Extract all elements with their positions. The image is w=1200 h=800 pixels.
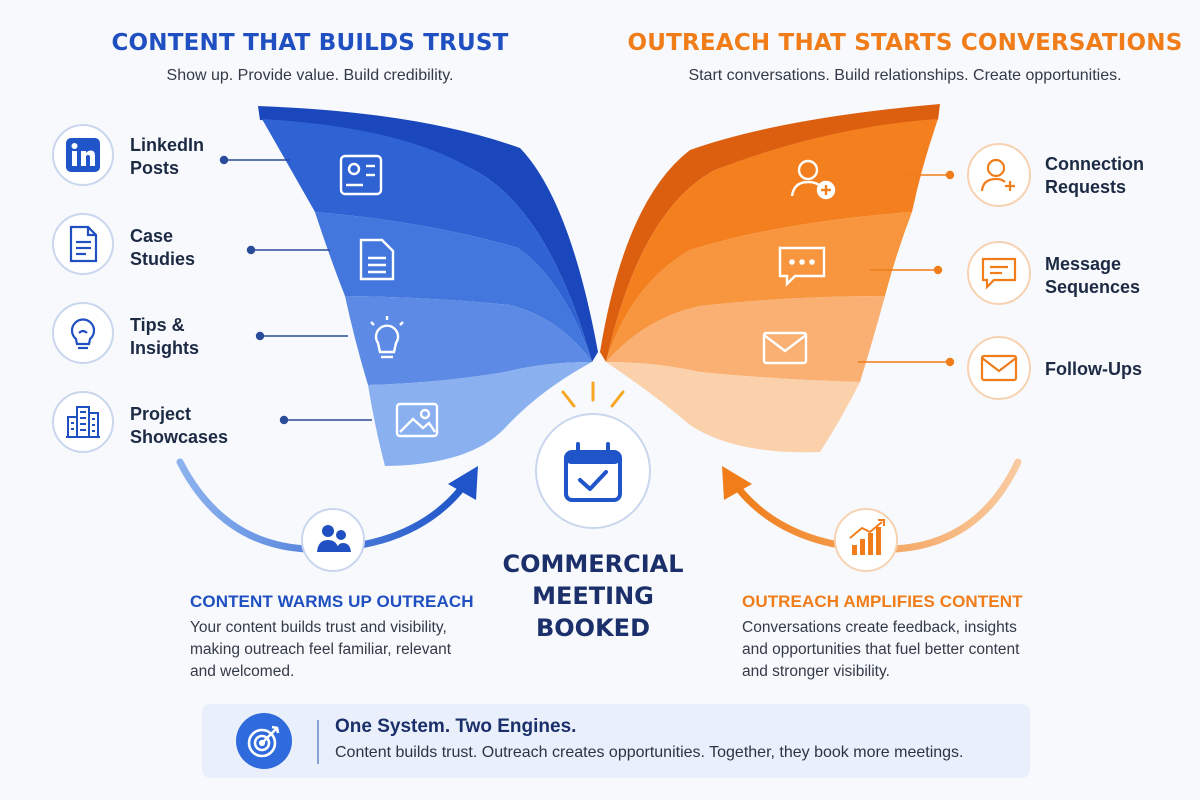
envelope-icon	[980, 354, 1018, 382]
document-page-icon	[359, 238, 395, 281]
celebration-rays	[561, 381, 625, 408]
project-showcases-badge	[52, 391, 114, 453]
tips-insights-badge	[52, 302, 114, 364]
target-icon	[247, 725, 280, 758]
document-icon	[69, 225, 98, 263]
content-funnel	[258, 106, 598, 466]
right-subtitle: Start conversations. Build relationships…	[688, 67, 1122, 84]
right-title: OUTREACH THAT STARTS CONVERSATIONS	[627, 30, 1183, 56]
follow-ups-label: Follow-Ups	[1045, 359, 1142, 379]
linkedin-icon	[66, 138, 100, 172]
profile-card-icon	[339, 154, 383, 196]
case-studies-badge	[52, 213, 114, 275]
left-connectors	[219, 155, 372, 425]
linkedin-posts-badge	[52, 124, 114, 186]
left-subtitle: Show up. Provide value. Build credibilit…	[166, 67, 454, 84]
right-caption-title: OUTREACH AMPLIFIES CONTENT	[742, 592, 1023, 611]
calendar-check-icon	[535, 413, 651, 529]
message-bubble-icon	[778, 246, 826, 287]
idea-bulb-icon	[370, 316, 404, 359]
add-connection-icon	[790, 159, 836, 200]
audience-icon	[301, 508, 365, 572]
mail-icon	[762, 331, 808, 365]
chat-icon	[981, 257, 1017, 290]
left-caption-title: CONTENT WARMS UP OUTREACH	[190, 592, 474, 611]
banner-body: Content builds trust. Outreach creates o…	[335, 744, 964, 761]
tips-insights-label: Tips &Insights	[130, 315, 200, 358]
message-sequences-badge	[967, 241, 1031, 305]
growth-chart-icon	[834, 508, 898, 572]
lightbulb-icon	[70, 318, 96, 350]
left-title: CONTENT THAT BUILDS TRUST	[111, 30, 509, 56]
connection-requests-badge	[967, 143, 1031, 207]
building-icon	[66, 406, 100, 438]
outreach-funnel	[600, 104, 940, 453]
image-icon	[395, 402, 439, 438]
left-caption-body: Your content builds trust and visibility…	[190, 619, 452, 680]
follow-ups-badge	[967, 336, 1031, 400]
add-user-icon	[980, 158, 1015, 192]
banner-title: One System. Two Engines.	[335, 716, 577, 737]
right-connectors	[858, 170, 955, 367]
banner-divider	[317, 720, 319, 764]
summary-banner: One System. Two Engines. Content builds …	[202, 704, 1030, 778]
target-badge	[236, 713, 292, 769]
